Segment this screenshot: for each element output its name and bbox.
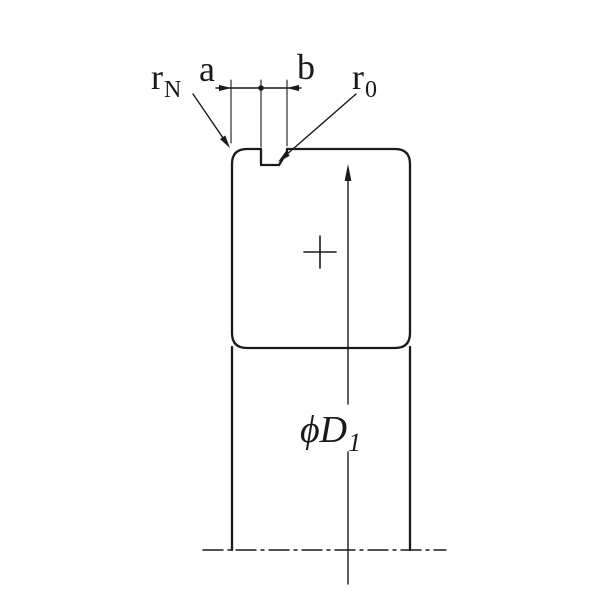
thin-lines-group bbox=[192, 79, 447, 585]
label-r0: r0 bbox=[352, 57, 377, 103]
labels-group: rN a b r0 ϕD1 bbox=[151, 47, 377, 457]
outline-group bbox=[230, 147, 412, 552]
dimension-dot bbox=[258, 85, 264, 91]
label-r0-base: r bbox=[352, 57, 364, 97]
label-rn-sub: N bbox=[164, 77, 181, 103]
label-phi-d1: ϕD1 bbox=[300, 409, 361, 457]
label-phi-d1-base: ϕD bbox=[300, 409, 347, 451]
arrowheads-group bbox=[219, 84, 352, 181]
center-mark bbox=[303, 235, 337, 269]
rn-leader-line bbox=[192, 93, 224, 139]
b-arrowhead bbox=[287, 84, 299, 92]
rn-arrowhead bbox=[220, 135, 230, 148]
part-outline bbox=[230, 147, 412, 350]
label-b: b bbox=[297, 47, 315, 87]
label-r0-sub: 0 bbox=[365, 77, 377, 103]
r0-leader-line bbox=[287, 93, 357, 155]
r0-arrowhead bbox=[278, 151, 290, 162]
label-rn: rN bbox=[151, 57, 181, 103]
d1-up-arrowhead bbox=[344, 164, 352, 181]
a-arrowhead bbox=[219, 84, 231, 92]
label-rn-base: r bbox=[151, 57, 163, 97]
label-a: a bbox=[199, 49, 215, 89]
label-phi-d1-sub: 1 bbox=[348, 428, 361, 457]
